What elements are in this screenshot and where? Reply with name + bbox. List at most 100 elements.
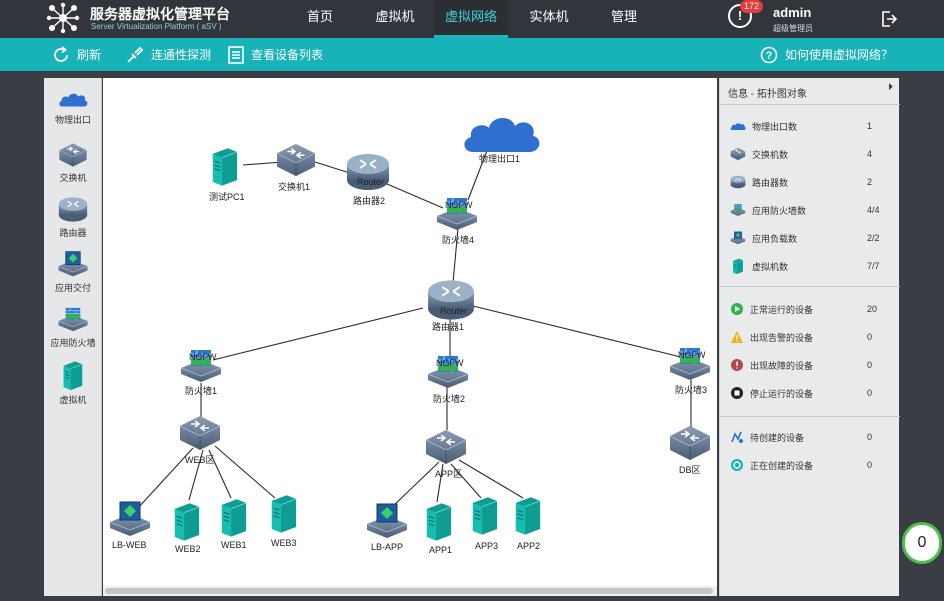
- node-app1[interactable]: APP1: [426, 502, 452, 555]
- node-app3[interactable]: APP3: [472, 496, 498, 551]
- svg-text:NGFW: NGFW: [445, 200, 473, 210]
- node-firewall2[interactable]: NGFW 防火墙2: [427, 355, 469, 404]
- node-firewall3[interactable]: NGFW 防火墙3: [669, 347, 711, 395]
- palette-item-app-firewall[interactable]: 应用防火墙: [44, 306, 102, 349]
- node-test-pc1[interactable]: 测试PC1: [209, 147, 245, 202]
- topology-canvas[interactable]: 测试PC1 交换机1 Router 路由器2 物理出口1 NGFW 防火墙4 R…: [103, 78, 717, 596]
- topology-diagram: 测试PC1 交换机1 Router 路由器2 物理出口1 NGFW 防火墙4 R…: [109, 117, 711, 555]
- nav-physical-hosts[interactable]: 实体机: [529, 9, 569, 24]
- svg-text:NGFW: NGFW: [436, 358, 464, 368]
- node-lb-web[interactable]: LB-WEB: [109, 501, 151, 550]
- switch-icon: [730, 147, 746, 161]
- node-physical-exit1[interactable]: 物理出口1: [464, 117, 540, 164]
- toolbar: 刷新 连通性探测 查看设备列表 ? 如何使用虚拟网络？: [0, 38, 944, 71]
- divider: [720, 416, 900, 417]
- brand-subtitle: Server Virtualization Platform ( aSV ): [91, 22, 222, 31]
- node-firewall4[interactable]: NGFW 防火墙4: [436, 197, 478, 245]
- palette-item-vm[interactable]: 虚拟机: [44, 360, 102, 406]
- nav-vms[interactable]: 虚拟机: [375, 9, 415, 24]
- node-app2[interactable]: APP2: [515, 496, 541, 551]
- logout-icon[interactable]: [880, 10, 898, 28]
- creating-icon: [731, 459, 743, 471]
- svg-text:路由器2: 路由器2: [353, 195, 385, 206]
- divider: [720, 286, 900, 287]
- horizontal-scrollbar[interactable]: [103, 586, 717, 596]
- scrollbar-thumb[interactable]: [105, 588, 713, 594]
- node-web3[interactable]: WEB3: [271, 494, 297, 548]
- switch-icon: [58, 142, 88, 168]
- nav-management[interactable]: 管理: [610, 9, 637, 24]
- pending-icon: [731, 431, 743, 443]
- help-icon: ?: [760, 46, 778, 63]
- svg-text:WEB3: WEB3: [271, 538, 297, 548]
- svg-text:测试PC1: 测试PC1: [209, 191, 245, 202]
- firewall-icon: [57, 306, 89, 333]
- warning-icon: [731, 331, 743, 343]
- load-balancer-icon: [57, 250, 89, 278]
- alert-button[interactable]: ! 172: [728, 0, 764, 30]
- svg-text:DB区: DB区: [679, 465, 701, 475]
- cloud-icon: [730, 121, 746, 131]
- list-icon: [228, 45, 244, 64]
- logo-icon: [46, 2, 80, 34]
- palette-item-app-delivery[interactable]: 应用交付: [44, 250, 102, 294]
- svg-text:防火墙3: 防火墙3: [675, 384, 707, 395]
- node-router2[interactable]: Router 路由器2: [346, 153, 390, 206]
- stop-icon: [731, 387, 743, 399]
- router-icon: [58, 196, 88, 223]
- refresh-button[interactable]: 刷新: [52, 38, 101, 71]
- svg-text:防火墙2: 防火墙2: [433, 393, 465, 404]
- nav-home[interactable]: 首页: [306, 9, 333, 24]
- svg-text:APP区: APP区: [435, 469, 462, 479]
- svg-text:防火墙4: 防火墙4: [442, 234, 474, 245]
- node-lb-app[interactable]: LB-APP: [366, 503, 408, 552]
- node-web1[interactable]: WEB1: [221, 498, 247, 550]
- nav-virtual-network[interactable]: 虚拟网络: [434, 0, 508, 38]
- vm-icon: [62, 360, 84, 390]
- connectivity-probe-button[interactable]: 连通性探测: [126, 38, 211, 71]
- node-app-zone-switch[interactable]: APP区: [425, 429, 467, 479]
- svg-text:LB-WEB: LB-WEB: [112, 540, 147, 550]
- svg-text:APP3: APP3: [475, 541, 498, 551]
- refresh-label: 刷新: [77, 48, 102, 62]
- refresh-icon: [54, 45, 68, 62]
- svg-text:APP2: APP2: [517, 541, 540, 551]
- user-name[interactable]: admin: [773, 5, 812, 20]
- device-list-label: 查看设备列表: [251, 48, 324, 62]
- svg-text:防火墙1: 防火墙1: [185, 385, 217, 396]
- node-web-zone-switch[interactable]: WEB区: [179, 415, 221, 465]
- palette-item-physical-exit[interactable]: 物理出口: [44, 88, 102, 126]
- palette-item-router[interactable]: 路由器: [44, 196, 102, 239]
- node-switch1[interactable]: 交换机1: [276, 143, 316, 192]
- user-role: 超级管理员: [773, 24, 813, 33]
- node-db-zone-switch[interactable]: DB区: [669, 425, 711, 475]
- node-firewall1[interactable]: NGFW 防火墙1: [180, 349, 222, 396]
- svg-text:交换机1: 交换机1: [278, 181, 310, 192]
- floating-status-button[interactable]: 0: [902, 522, 942, 564]
- help-button[interactable]: ? 如何使用虚拟网络？: [760, 38, 893, 71]
- load-balancer-icon: [730, 231, 746, 245]
- error-icon: [731, 359, 743, 371]
- brand-title: 服务器虚拟化管理平台: [90, 6, 230, 22]
- collapse-panel-icon[interactable]: ⏵: [888, 82, 893, 93]
- device-list-button[interactable]: 查看设备列表: [228, 38, 323, 71]
- node-router1[interactable]: Router 路由器1: [427, 279, 475, 332]
- help-label: 如何使用虚拟网络？: [785, 48, 894, 62]
- node-web2[interactable]: WEB2: [174, 502, 201, 554]
- router-icon: [730, 175, 746, 189]
- palette-item-switch[interactable]: 交换机: [44, 142, 102, 184]
- svg-text:NGFW: NGFW: [678, 350, 706, 360]
- probe-icon: [127, 46, 144, 63]
- svg-text:NGFW: NGFW: [189, 352, 217, 362]
